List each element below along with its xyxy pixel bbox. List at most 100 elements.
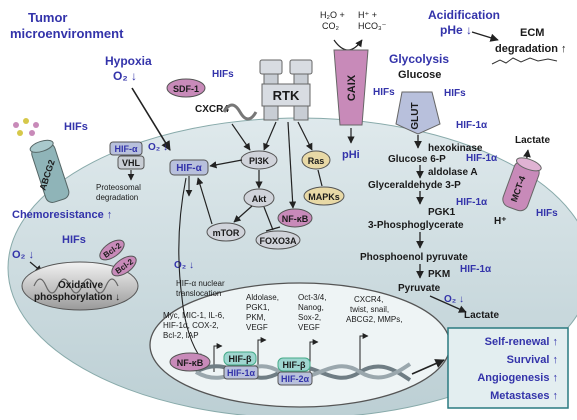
proteosomal-line2: degradation xyxy=(96,193,138,202)
outcomes-box xyxy=(447,327,569,409)
svg-text:Bcl-2, IAP: Bcl-2, IAP xyxy=(163,331,199,340)
hif2a-label: HIF-2α xyxy=(281,374,310,384)
bcl2-node-1 xyxy=(99,239,125,261)
bracket-group4 xyxy=(359,333,369,370)
hif-b2-label: HIF-β xyxy=(283,360,306,370)
vhl-node xyxy=(117,155,145,170)
mtor-hif-arrow xyxy=(196,177,213,225)
translocation-line2: translocation xyxy=(176,289,221,298)
outcome-survival: Survival ↑ xyxy=(507,354,558,366)
mtor-node xyxy=(206,222,246,242)
vhl-o2: O₂ ↓ xyxy=(148,142,168,153)
hexokinase-hif: HIF-1α xyxy=(456,120,488,131)
acid-ecm-arrow xyxy=(471,31,499,42)
rtk-nfkb-arrow xyxy=(287,121,297,209)
acidification-label: Acidification xyxy=(428,8,500,22)
translocation-line1: HIF-α nuclear xyxy=(176,279,225,288)
akt-mtor-arrow xyxy=(233,205,253,223)
hypoxia-o2-label: O₂ ↓ xyxy=(113,69,137,83)
outcome-arrow xyxy=(411,359,445,375)
arrow-lactate xyxy=(429,295,467,313)
pkm-hif: HIF-1α xyxy=(460,264,492,275)
akt-label: Akt xyxy=(252,194,267,204)
nfkb-nuclear-label: NF-κB xyxy=(177,358,204,368)
mito-o2: O₂ ↓ xyxy=(12,249,34,261)
ecm-label: ECM xyxy=(520,27,544,39)
vhl-hifs: HIFs xyxy=(62,234,86,246)
nfkb-cyto-label: NF-κB xyxy=(282,214,309,224)
drug-dot xyxy=(23,118,29,124)
svg-text:Sox-2,: Sox-2, xyxy=(298,313,321,322)
akt-foxo3a-inhibit xyxy=(263,206,274,231)
lactate-out: Lactate xyxy=(515,135,550,146)
glucose-label: Glucose xyxy=(398,69,441,81)
phi-label: pHi xyxy=(342,149,360,161)
proteosomal-line1: Proteosomal xyxy=(96,183,141,192)
hexokinase-label: hexokinase xyxy=(428,143,483,154)
mapks-node xyxy=(303,186,345,206)
abcg2-transporter xyxy=(29,139,70,203)
cxcr4-pi3k-arrow xyxy=(231,123,251,151)
abcg2-hifs: HIFs xyxy=(64,121,88,133)
mct4-transporter xyxy=(502,157,542,212)
sdf1-node xyxy=(166,78,206,98)
hif-a-label: HIF-α xyxy=(176,163,202,174)
translocation-arrow xyxy=(178,177,203,361)
drug-dot xyxy=(13,122,19,128)
caix-cycle-arrow xyxy=(333,39,363,51)
svg-text:PGK1,: PGK1, xyxy=(246,303,270,312)
aldolase-hif: HIF-1α xyxy=(466,153,498,164)
svg-text:VEGF: VEGF xyxy=(246,323,268,332)
hif-b2-node xyxy=(277,357,311,372)
outcome-metastases: Metastases ↑ xyxy=(490,390,558,402)
svg-text:CXCR4,: CXCR4, xyxy=(354,295,383,304)
hypoxia-label: Hypoxia xyxy=(105,54,152,68)
bcl2-node-2 xyxy=(111,255,137,277)
rtk-label: RTK xyxy=(273,88,300,103)
pkm-label: PKM xyxy=(428,269,450,280)
cxcr4-receptor xyxy=(222,103,258,121)
mtor-label: mTOR xyxy=(213,228,240,238)
caix-chem-right: H⁺ +HCO₃⁻ xyxy=(358,10,387,31)
sdf1-hifs: HIFs xyxy=(212,69,234,80)
glut-receptor xyxy=(395,91,441,135)
svg-text:VEGF: VEGF xyxy=(298,323,320,332)
translocation-o2: O₂ ↓ xyxy=(174,260,194,271)
outcome-self-renewal: Self-renewal ↑ xyxy=(485,336,558,348)
step-g3p: Glyceraldehyde 3-P xyxy=(368,180,461,191)
mito-cristae xyxy=(33,278,119,294)
rtk-body xyxy=(261,83,311,107)
target-genes-group1: Myc, MIC-1, IL-6, HIF-1α, COX-2, Bcl-2, … xyxy=(163,311,224,340)
pgk1-label: PGK1 xyxy=(428,207,456,218)
title-line1: Tumor xyxy=(28,10,67,25)
ecm-degradation-label: degradation ↑ xyxy=(495,43,567,55)
caix-chem-left: H₂O +CO₂ xyxy=(320,10,345,31)
bracket-group2 xyxy=(257,337,267,368)
drug-dot xyxy=(29,130,35,136)
lactate-o2: O₂ ↓ xyxy=(444,294,464,305)
hif-b1-label: HIF-β xyxy=(229,354,252,364)
oxphos-line1: Oxidative xyxy=(58,280,103,291)
pgk1-hif: HIF-1α xyxy=(456,197,488,208)
title-line2: microenvironment xyxy=(10,26,124,41)
pi3k-hif-arrow xyxy=(209,159,243,169)
mapks-label: MAPKs xyxy=(308,192,340,202)
oxphos-line2: phosphorylation ↓ xyxy=(34,292,120,303)
caix-receptor xyxy=(333,49,369,126)
foxo3a-label: FOXO3A xyxy=(259,236,297,246)
caix-hifs: HIFs xyxy=(373,87,395,98)
rtk-pi3k-arrow xyxy=(263,121,277,151)
hif1a-label: HIF-1α xyxy=(227,368,256,378)
step-pep: Phosphoenol pyruvate xyxy=(360,252,468,263)
rtk-left-cap xyxy=(259,59,283,75)
ras-label: Ras xyxy=(308,156,325,166)
mct4-hifs: HIFs xyxy=(536,208,558,219)
drug-dot xyxy=(17,130,23,136)
lactate-product: Lactate xyxy=(464,310,499,321)
step-pyruvate: Pyruvate xyxy=(398,283,441,294)
chemoresistance-label: Chemoresistance ↑ xyxy=(12,209,112,221)
phe-label: pHe ↓ xyxy=(440,23,472,37)
bracket-group1 xyxy=(213,343,223,372)
nfkb-cyto-node xyxy=(277,208,313,228)
